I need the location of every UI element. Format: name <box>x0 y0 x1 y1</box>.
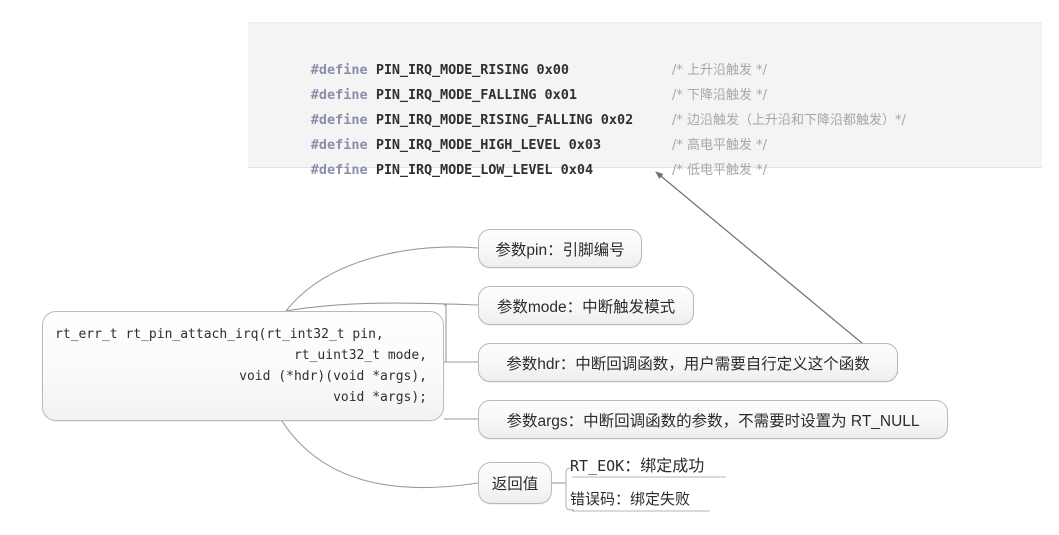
preprocessor-directive: #define <box>310 137 368 153</box>
macro-value: 0x00 <box>536 62 570 78</box>
macro-value: 0x04 <box>560 162 594 178</box>
return-value-error: 错误码：绑定失败 <box>570 488 690 512</box>
preprocessor-directive: #define <box>310 87 368 103</box>
annotation-param-mode[interactable]: 参数mode：中断触发模式 <box>478 286 694 325</box>
connector-fn-to-return <box>281 420 479 489</box>
preprocessor-directive: #define <box>310 112 368 128</box>
macro-name: PIN_IRQ_MODE_RISING <box>375 62 529 78</box>
return-code-error: 错误码 <box>570 491 616 508</box>
code-comment: /* 低电平触发 */ <box>672 163 768 178</box>
connector-trunk <box>444 304 447 362</box>
macro-name: PIN_IRQ_MODE_FALLING <box>375 87 537 103</box>
code-block: #define PIN_IRQ_MODE_RISING 0x00 /* 上升沿触发… <box>248 22 1042 178</box>
code-comment: /* 边沿触发（上升沿和下降沿都触发）*/ <box>672 113 906 128</box>
macro-value: 0x01 <box>544 87 578 103</box>
preprocessor-directive: #define <box>310 162 368 178</box>
return-sep-error: ： <box>615 491 631 508</box>
return-desc-error: 绑定失败 <box>630 491 691 508</box>
macro-name: PIN_IRQ_MODE_RISING_FALLING <box>375 112 593 128</box>
return-desc-ok: 绑定成功 <box>640 458 705 475</box>
return-sep-ok: ： <box>624 458 641 475</box>
code-comment: /* 高电平触发 */ <box>672 138 768 153</box>
function-signature-line: rt_uint32_t mode, <box>293 348 427 363</box>
return-code-ok: RT_EOK <box>570 457 625 475</box>
code-line: #define PIN_IRQ_MODE_FALLING 0x01 /* 下降沿触… <box>262 58 1042 103</box>
macro-value: 0x03 <box>568 137 602 153</box>
macro-name: PIN_IRQ_MODE_LOW_LEVEL <box>375 162 553 178</box>
function-signature-line: rt_err_t rt_pin_attach_irq(rt_int32_t pi… <box>55 327 384 342</box>
function-signature-line: void (*hdr)(void *args), <box>239 369 427 384</box>
annotation-param-args[interactable]: 参数args：中断回调函数的参数，不需要时设置为 RT_NULL <box>478 400 948 439</box>
annotation-param-pin[interactable]: 参数pin：引脚编号 <box>478 229 642 268</box>
macro-name: PIN_IRQ_MODE_HIGH_LEVEL <box>375 137 561 153</box>
annotation-param-hdr[interactable]: 参数hdr：中断回调函数，用户需要自行定义这个函数 <box>478 343 898 382</box>
code-line: #define PIN_IRQ_MODE_HIGH_LEVEL 0x03 /* 高… <box>262 108 1042 153</box>
annotation-return-value[interactable]: 返回值 <box>478 462 552 504</box>
code-comment: /* 下降沿触发 */ <box>672 88 768 103</box>
return-value-success: RT_EOK：绑定成功 <box>570 452 704 479</box>
code-line: #define PIN_IRQ_MODE_RISING 0x00 /* 上升沿触发… <box>262 33 1042 78</box>
connector-fn-to-mode <box>285 302 479 312</box>
preprocessor-directive: #define <box>310 62 368 78</box>
code-comment: /* 上升沿触发 */ <box>672 63 768 78</box>
code-line: #define PIN_IRQ_MODE_RISING_FALLING 0x02… <box>262 83 1042 128</box>
macro-value: 0x02 <box>600 112 634 128</box>
code-line: #define PIN_IRQ_MODE_LOW_LEVEL 0x04 /* 低电… <box>262 133 1042 178</box>
function-signature-box: rt_err_t rt_pin_attach_irq(rt_int32_t pi… <box>42 311 444 421</box>
function-signature-line: void *args); <box>333 390 427 405</box>
connector-fn-to-pin <box>285 246 479 312</box>
